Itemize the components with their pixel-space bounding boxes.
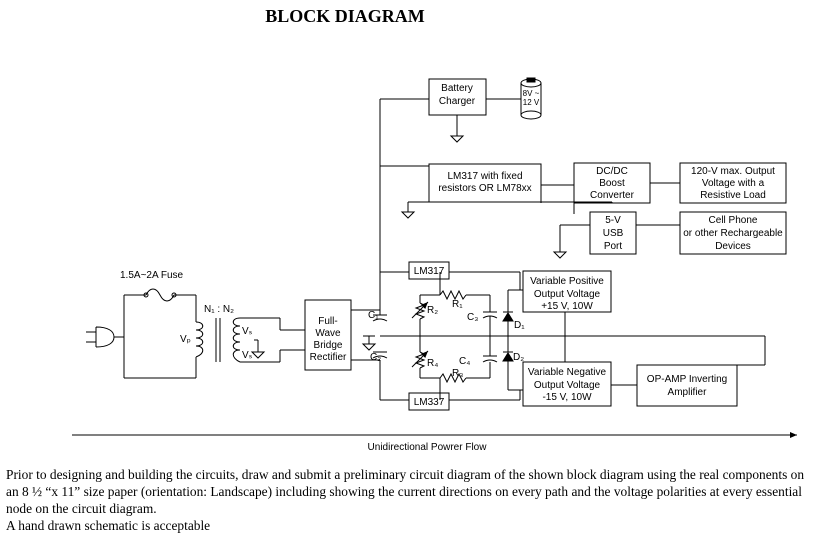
d2-label: D₂ [513,352,524,363]
phone-label-3: Devices [715,241,751,252]
battery-charger-label-2: Charger [439,96,476,107]
instructions-note: A hand drawn schematic is acceptable [6,518,211,533]
fuse-icon [124,288,177,302]
vs-label-top: Vₛ [242,326,253,337]
rectifier-label-3: Bridge [314,340,343,351]
usb-label-3: Port [604,241,623,252]
r1-label: R₁ [452,299,463,310]
lm337-block [408,392,450,411]
regulator-label-1: LM317 with fixed [447,171,522,182]
c2-label: C₂ [370,352,381,363]
load-120v-label-3: Resistive Load [700,190,766,201]
opamp-block [636,364,738,407]
r2-label: R₂ [427,305,438,316]
ground-icon [449,135,465,143]
page-title: BLOCK DIAGRAM [265,6,425,26]
phone-label-2: or other Rechargeable [683,228,783,239]
opamp-label-1: OP-AMP Inverting [647,374,727,385]
capacitor-c3 [482,311,498,336]
vs-label-bottom: Vₛ [242,350,253,361]
battery-charger-label-1: Battery [441,83,473,94]
var-neg-label-1: Variable Negative [528,367,607,378]
lm317-block [408,261,450,280]
rectifier-label-4: Rectifier [310,352,347,363]
var-pos-label-2: Output Voltage [534,289,601,300]
battery-icon [520,77,542,120]
opamp-label-2: Amplifier [668,387,708,398]
capacitor-c2 [372,351,388,359]
resistor-r1 [439,289,467,301]
instructions-text: Prior to designing and building the circ… [6,466,806,534]
diode-d2 [502,336,514,390]
ground-icon [361,343,377,351]
diode-d1 [502,290,514,336]
load-120v-block [679,162,787,204]
r3-label: R₃ [452,368,463,379]
transformer-icon [195,317,241,363]
c1-label: C₁ [368,310,379,321]
lm337-label: LM337 [414,397,445,408]
usb-port-block [589,211,637,255]
turns-ratio-label: N₁ : N₂ [204,304,234,315]
ground-icon [400,211,416,219]
power-flow-label: Unidirectional Powrer Flow [368,442,488,453]
vp-label: Vₚ [180,334,191,345]
capacitor-c1 [372,310,388,322]
c4-label: C₄ [459,356,470,367]
battery-voltage-1: 8V ~ [523,89,540,98]
var-pos-label-1: Variable Positive [530,276,604,287]
var-pos-label-3: +15 V, 10W [541,301,593,312]
usb-label-1: 5-V [605,215,621,226]
d1-label: D₁ [514,320,525,331]
ground-icon [552,251,568,259]
boost-label-3: Converter [590,190,635,201]
lm317-label: LM317 [414,266,445,277]
boost-label-2: Boost [599,178,625,189]
var-neg-label-3: -15 V, 10W [542,392,592,403]
boost-label-1: DC/DC [596,166,628,177]
load-120v-label-1: 120-V max. Output [691,166,775,177]
resistor-r2 [411,295,429,336]
resistor-r3 [439,372,467,384]
var-negative-block [522,361,612,407]
cell-phone-block [679,211,787,255]
var-neg-label-2: Output Voltage [534,380,601,391]
capacitor-c4 [482,336,498,363]
rectifier-block [304,299,352,371]
c3-label: C₃ [467,312,478,323]
var-positive-block [522,270,612,313]
phone-label-1: Cell Phone [709,215,758,226]
fuse-label: 1.5A~2A Fuse [120,270,184,281]
battery-voltage-2: 12 V [523,98,540,107]
r4-label: R₄ [427,358,438,369]
ground-icon [250,351,266,359]
usb-label-2: USB [603,228,624,239]
regulator-label-2: resistors OR LM78xx [438,183,531,194]
instructions-paragraph: Prior to designing and building the circ… [6,467,805,516]
resistor-r4 [411,336,429,378]
rectifier-label-1: Full- [318,316,337,327]
load-120v-label-2: Voltage with a [702,178,765,189]
ac-plug-icon [86,326,124,348]
rectifier-label-2: Wave [315,328,341,339]
